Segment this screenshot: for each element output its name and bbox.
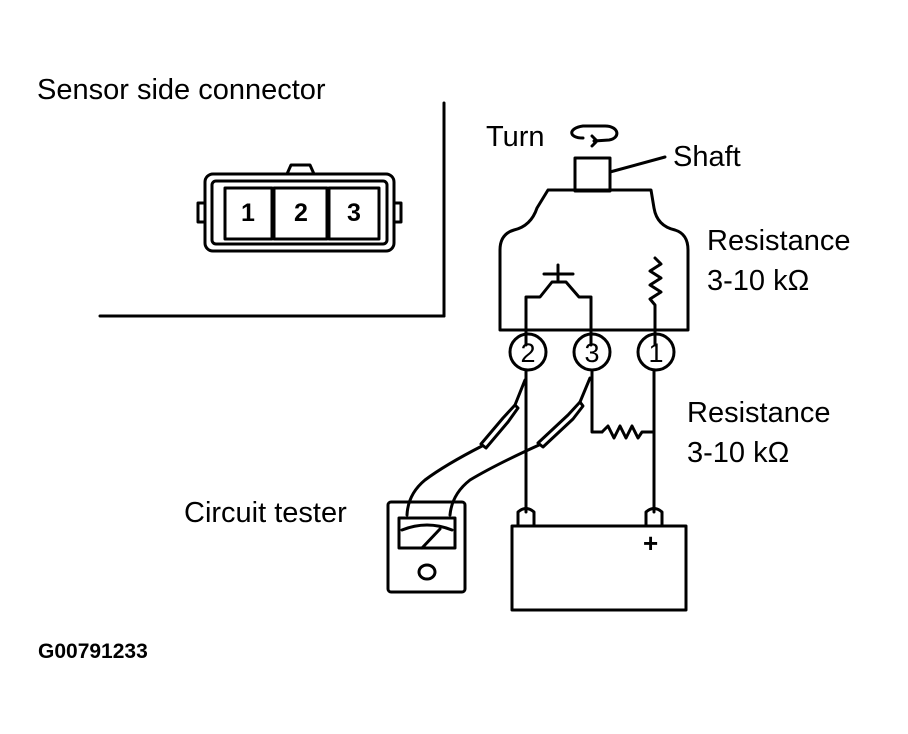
- battery: [510, 524, 688, 612]
- terminal-1-label: 1: [648, 338, 664, 368]
- probe-lead-2: [513, 378, 527, 407]
- connector-title: Sensor side connector: [37, 74, 326, 106]
- battery-plus-sign: +: [643, 528, 659, 558]
- terminal-2-label: 2: [520, 338, 536, 368]
- shaft: [573, 156, 612, 193]
- sensor-resistance-value: 3-10 kΩ: [707, 265, 810, 297]
- battery-terminal-positive: [644, 507, 664, 528]
- external-resistance-value: 3-10 kΩ: [687, 437, 790, 469]
- tester-knob: [417, 563, 437, 581]
- connector-pin-3: 3: [347, 199, 361, 227]
- shaft-leader-line: [608, 155, 667, 174]
- tester-scale: [397, 516, 457, 550]
- terminal-2: [508, 332, 548, 372]
- connector-housing: [196, 163, 403, 253]
- turn-arrow-icon: [570, 124, 619, 148]
- external-resistor: [600, 424, 656, 440]
- circuit-tester-label: Circuit tester: [184, 497, 347, 529]
- sensor-resistance-label: Resistance: [707, 225, 851, 257]
- battery-terminal-negative: [516, 507, 536, 528]
- terminal-1: [636, 332, 676, 372]
- probe-lead-3: [578, 376, 592, 404]
- circuit-tester: [386, 500, 467, 594]
- turn-label: Turn: [486, 121, 545, 153]
- connector-pin-1: 1: [241, 199, 255, 227]
- probe-2: [479, 403, 520, 450]
- wire-terminal-3: [590, 368, 604, 434]
- external-resistance-label: Resistance: [687, 397, 831, 429]
- connector-pin-2: 2: [294, 199, 308, 227]
- sensor-body: [498, 188, 690, 332]
- internal-resistor: [648, 256, 663, 347]
- terminal-3-label: 3: [584, 338, 600, 368]
- probe-3: [536, 400, 585, 449]
- shaft-label: Shaft: [673, 141, 741, 173]
- figure-code: G00791233: [38, 640, 148, 663]
